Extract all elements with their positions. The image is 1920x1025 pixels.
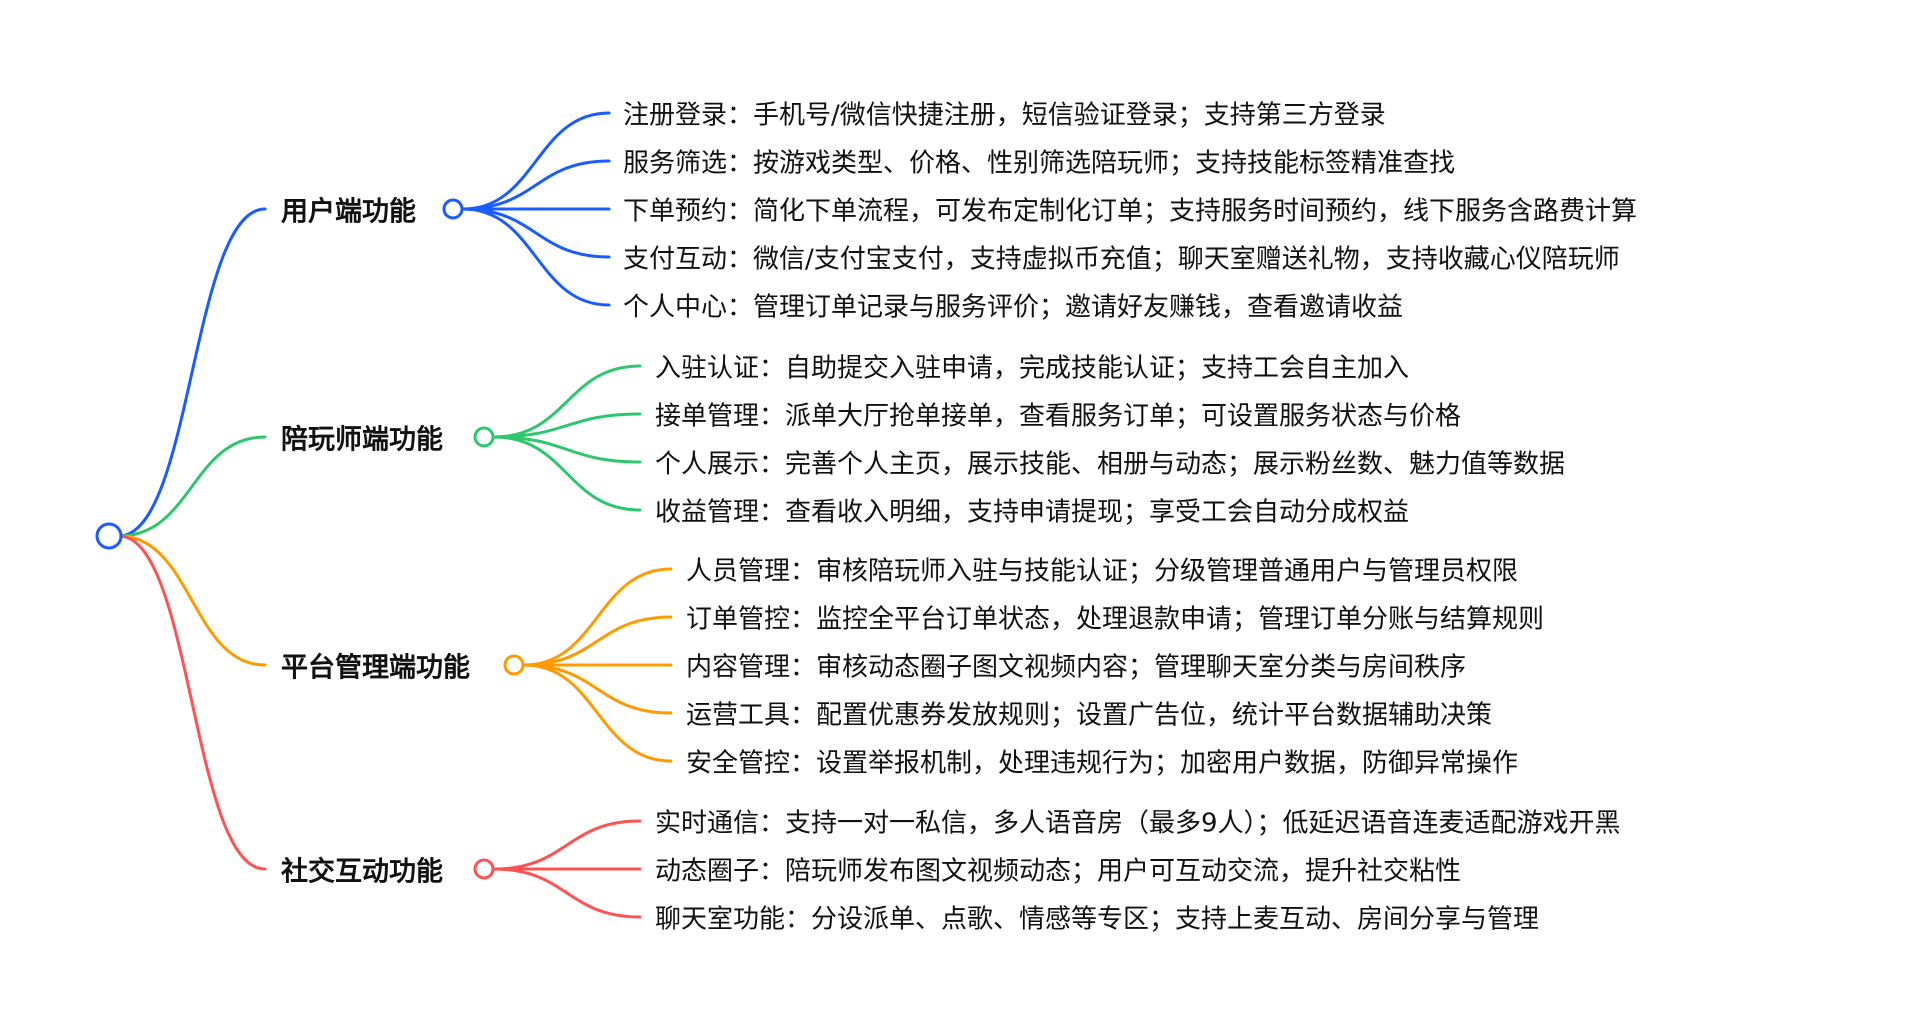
leaf-item[interactable]: 安全管控：设置举报机制，处理违规行为；加密用户数据，防御异常操作 bbox=[686, 748, 1519, 779]
leaf-connector bbox=[461, 159, 611, 211]
leaf-connector bbox=[522, 663, 673, 763]
branch-collapse-toggle[interactable] bbox=[503, 654, 525, 676]
leaf-connector bbox=[492, 867, 642, 919]
branch-connector bbox=[117, 534, 267, 667]
leaf-item[interactable]: 内容管理：审核动态圈子图文视频内容；管理聊天室分类与房间秩序 bbox=[686, 652, 1467, 683]
leaf-item[interactable]: 注册登录：手机号/微信快捷注册，短信验证登录；支持第三方登录 bbox=[623, 100, 1386, 131]
leaf-item[interactable]: 聊天室功能：分设派单、点歌、情感等专区；支持上麦互动、房间分享与管理 bbox=[655, 904, 1540, 935]
leaf-item[interactable]: 接单管理：派单大厅抢单接单，查看服务订单；可设置服务状态与价格 bbox=[655, 401, 1462, 432]
leaf-item[interactable]: 订单管控：监控全平台订单状态，处理退款申请；管理订单分账与结算规则 bbox=[686, 604, 1545, 635]
leaf-item[interactable]: 实时通信：支持一对一私信，多人语音房（最多9人）；低延迟语音连麦适配游戏开黑 bbox=[655, 808, 1621, 839]
leaf-item[interactable]: 下单预约：简化下单流程，可发布定制化订单；支持服务时间预约，线下服务含路费计算 bbox=[623, 196, 1638, 227]
leaf-item[interactable]: 服务筛选：按游戏类型、价格、性别筛选陪玩师；支持技能标签精准查找 bbox=[623, 148, 1456, 179]
branch-connector bbox=[117, 534, 267, 871]
branch-label[interactable]: 平台管理端功能 bbox=[281, 652, 470, 684]
leaf-connector bbox=[492, 412, 642, 439]
branch-label[interactable]: 社交互动功能 bbox=[281, 856, 443, 888]
leaf-connector bbox=[492, 435, 642, 512]
branch-connector bbox=[117, 207, 267, 538]
leaf-connector bbox=[492, 819, 642, 871]
leaf-connector bbox=[492, 435, 642, 464]
branch-label[interactable]: 陪玩师端功能 bbox=[281, 424, 443, 456]
leaf-connector bbox=[461, 207, 611, 307]
leaf-connector bbox=[461, 207, 611, 259]
leaf-item[interactable]: 支付互动：微信/支付宝支付，支持虚拟币充值；聊天室赠送礼物，支持收藏心仪陪玩师 bbox=[623, 244, 1620, 275]
branch-collapse-toggle[interactable] bbox=[473, 426, 495, 448]
leaf-connector bbox=[522, 663, 673, 715]
leaf-connector bbox=[522, 567, 673, 667]
leaf-item[interactable]: 运营工具：配置优惠券发放规则；设置广告位，统计平台数据辅助决策 bbox=[686, 700, 1493, 731]
leaf-connector bbox=[492, 364, 642, 439]
branch-collapse-toggle[interactable] bbox=[473, 858, 495, 880]
leaf-item[interactable]: 人员管理：审核陪玩师入驻与技能认证；分级管理普通用户与管理员权限 bbox=[686, 556, 1519, 587]
leaf-item[interactable]: 入驻认证：自助提交入驻申请，完成技能认证；支持工会自主加入 bbox=[655, 353, 1410, 384]
branch-label[interactable]: 用户端功能 bbox=[281, 196, 416, 228]
leaf-connector bbox=[522, 615, 673, 667]
leaf-item[interactable]: 收益管理：查看收入明细，支持申请提现；享受工会自动分成权益 bbox=[655, 497, 1410, 528]
leaf-connector bbox=[461, 111, 611, 211]
root-node[interactable] bbox=[95, 522, 123, 550]
leaf-item[interactable]: 动态圈子：陪玩师发布图文视频动态；用户可互动交流，提升社交粘性 bbox=[655, 856, 1462, 887]
branch-collapse-toggle[interactable] bbox=[442, 198, 464, 220]
leaf-item[interactable]: 个人展示：完善个人主页，展示技能、相册与动态；展示粉丝数、魅力值等数据 bbox=[655, 449, 1566, 480]
leaf-item[interactable]: 个人中心：管理订单记录与服务评价；邀请好友赚钱，查看邀请收益 bbox=[623, 292, 1404, 323]
branch-connector bbox=[117, 435, 267, 538]
